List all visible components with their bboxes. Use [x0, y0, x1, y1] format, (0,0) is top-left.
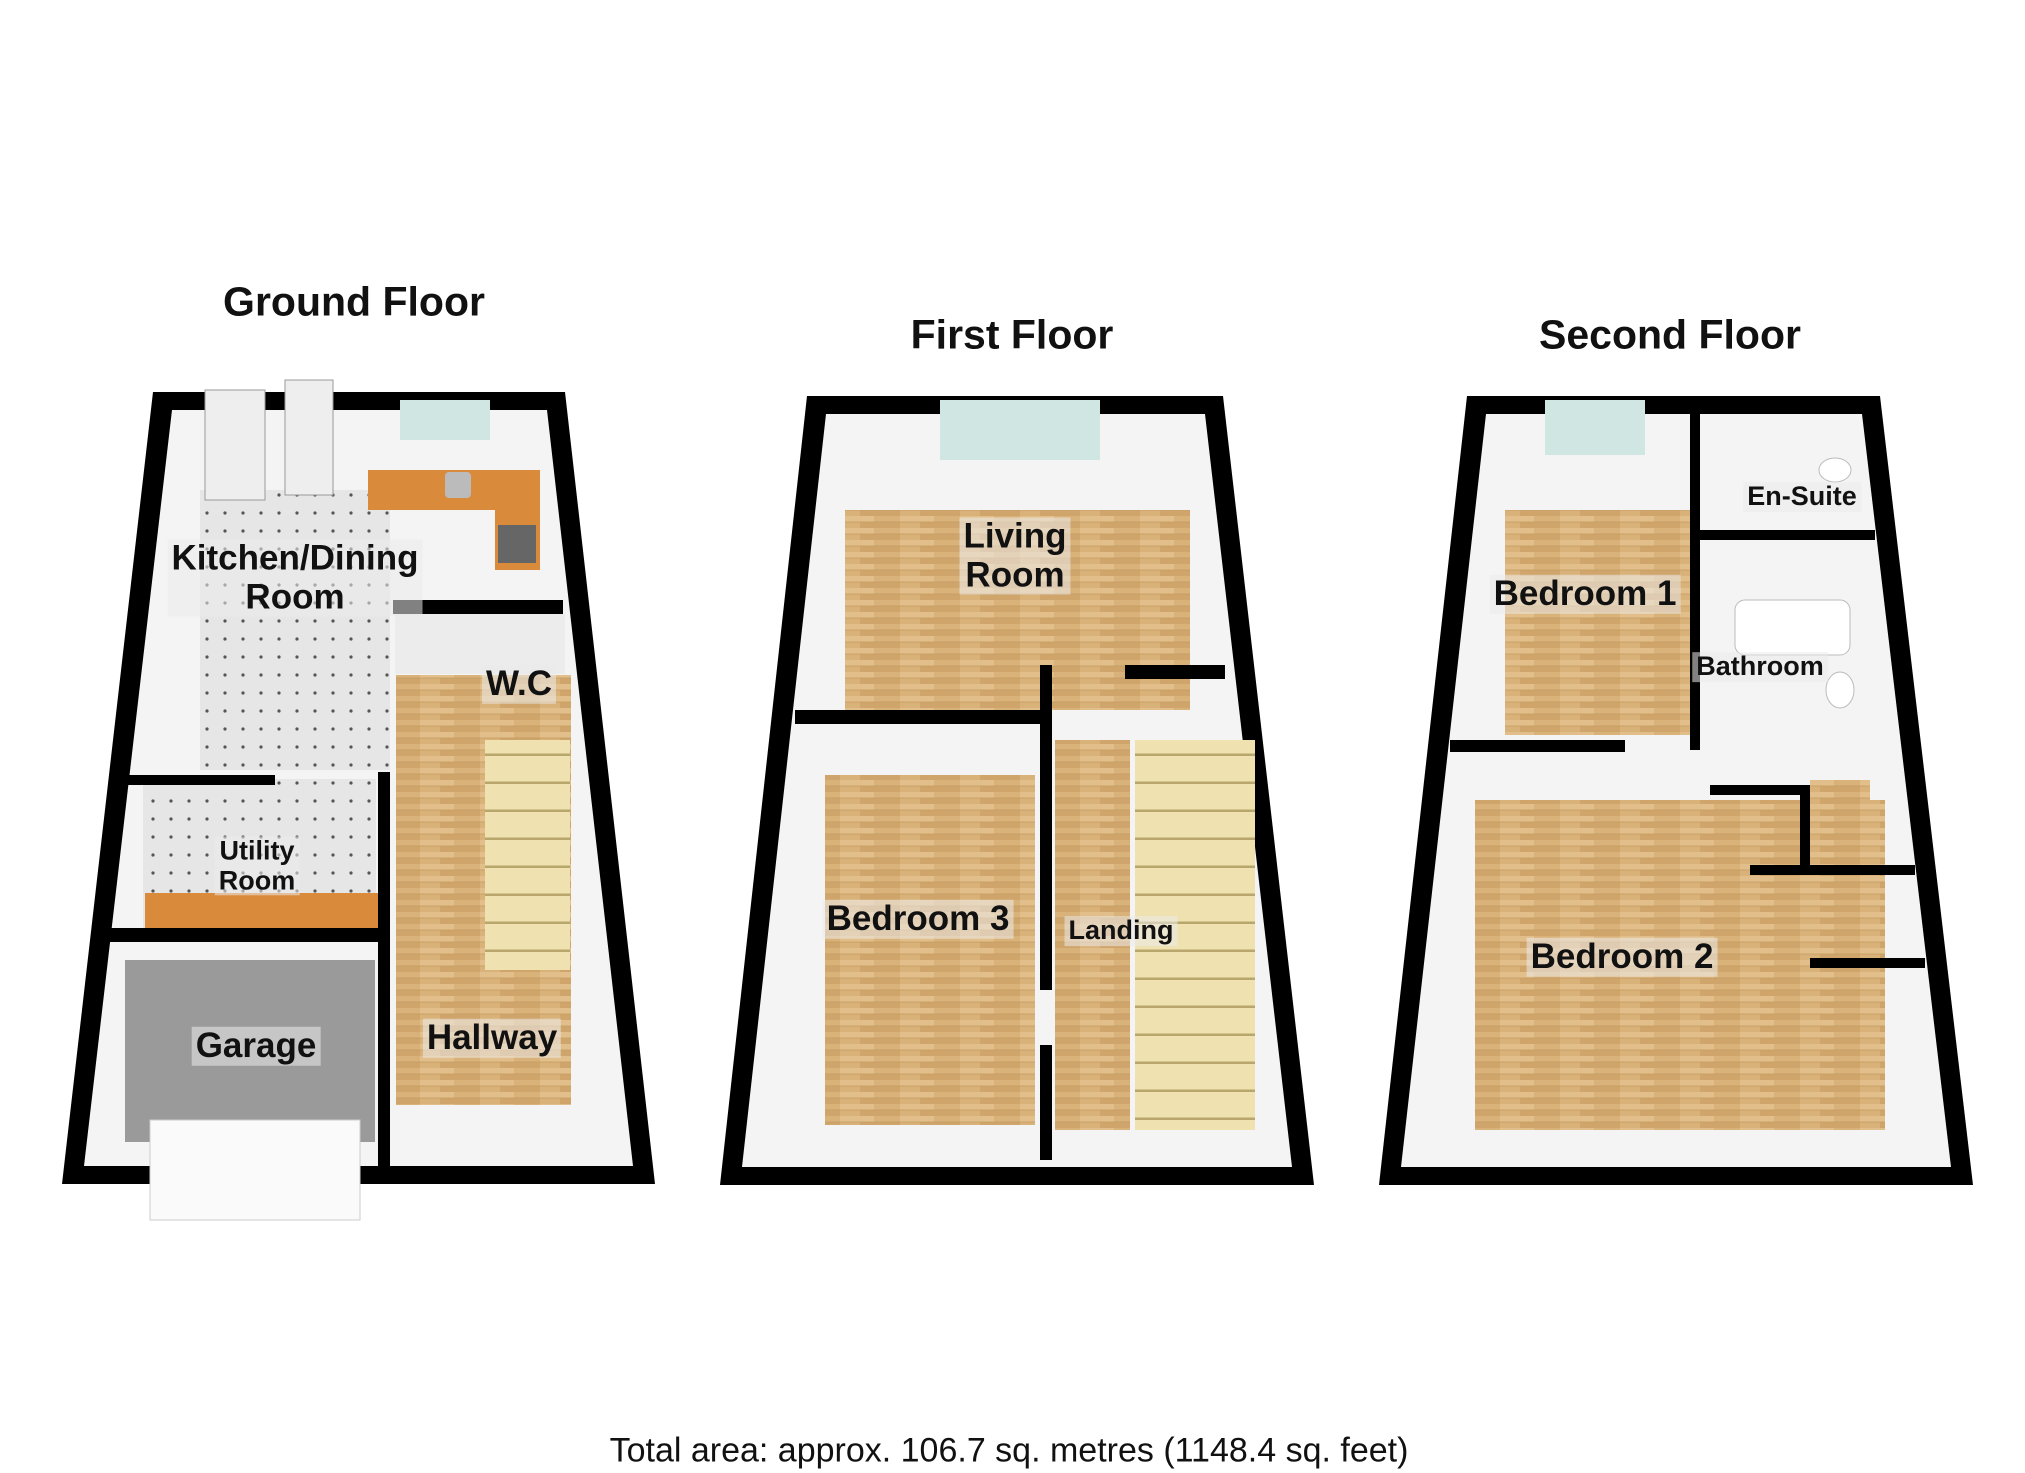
- bedroom-1-floor: [1505, 510, 1690, 735]
- ground-floor-title: Ground Floor: [223, 278, 485, 325]
- toilet-icon: [1825, 671, 1855, 709]
- second-floor-title: Second Floor: [1539, 311, 1801, 358]
- basin-icon: [1818, 457, 1852, 483]
- first-floor-plan: [720, 396, 1314, 1185]
- room-label-garage: Garage: [191, 1026, 321, 1066]
- hob-icon: [498, 525, 536, 563]
- room-label-en-suite: En-Suite: [1743, 481, 1861, 512]
- room-label-hallway: Hallway: [422, 1018, 562, 1058]
- room-label-line: Room: [218, 865, 296, 895]
- total-area-text: Total area: approx. 106.7 sq. metres (11…: [609, 1431, 1409, 1470]
- window: [1545, 400, 1645, 455]
- room-label-kitchen-dining: Kitchen/Dining Room: [167, 538, 423, 617]
- room-label-living-room: Living Room: [959, 516, 1071, 595]
- room-label-wc: W.C: [481, 664, 557, 704]
- room-label-line: Room: [965, 555, 1065, 594]
- door-icon: [204, 389, 266, 501]
- window: [400, 400, 490, 440]
- room-label-bedroom-3: Bedroom 3: [822, 899, 1014, 939]
- bedroom-3-floor: [825, 775, 1035, 1125]
- room-label-line: Living: [963, 516, 1067, 556]
- room-label-bathroom: Bathroom: [1692, 651, 1828, 682]
- room-label-line: Utility: [219, 835, 295, 866]
- first-floor-title: First Floor: [910, 311, 1114, 358]
- room-label-landing: Landing: [1064, 915, 1178, 946]
- ground-floor-plan: [62, 379, 655, 1221]
- room-label-bedroom-2: Bedroom 2: [1526, 937, 1718, 977]
- bath-icon: [1734, 599, 1851, 656]
- second-floor-plan: [1379, 396, 1973, 1185]
- door-icon: [284, 379, 334, 496]
- room-label-line: Room: [245, 577, 345, 616]
- room-label-bedroom-1: Bedroom 1: [1489, 574, 1681, 614]
- garage-door: [149, 1119, 361, 1221]
- kitchen-floor: [200, 490, 390, 770]
- window: [940, 400, 1100, 460]
- room-label-line: Kitchen/Dining: [171, 538, 419, 578]
- room-label-utility: Utility Room: [214, 835, 300, 896]
- staircase: [485, 740, 570, 970]
- sink-icon: [445, 472, 471, 498]
